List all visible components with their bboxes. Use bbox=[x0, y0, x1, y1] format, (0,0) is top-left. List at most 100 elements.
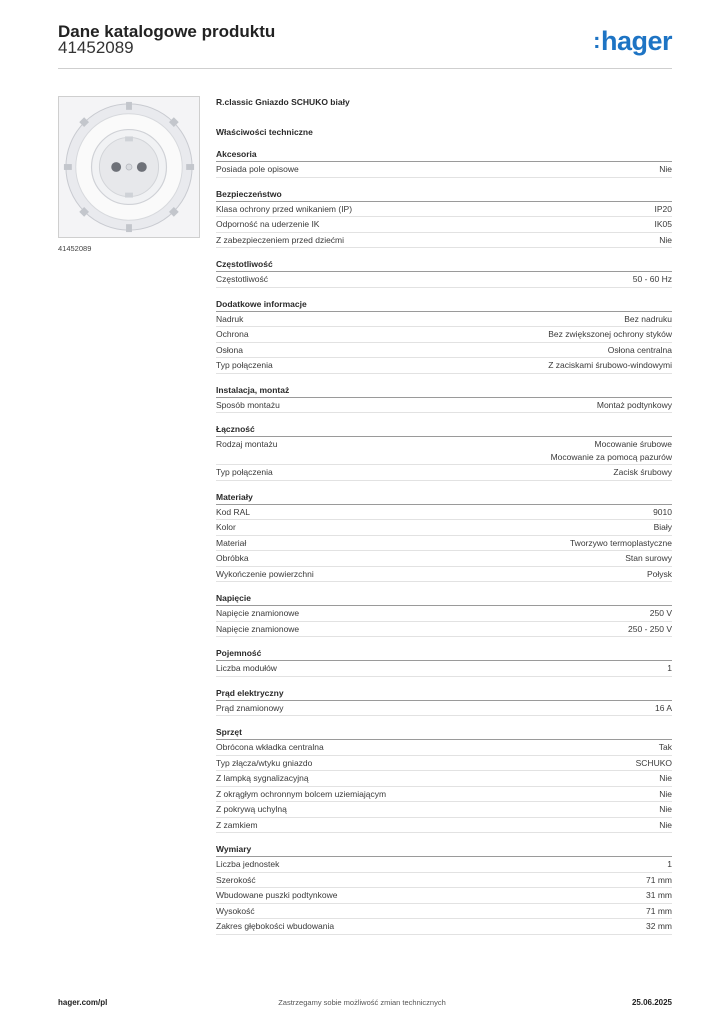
logo-dots-icon: : bbox=[593, 28, 600, 53]
spec-value: 250 - 250 V bbox=[628, 623, 672, 634]
spec-label: Typ połączenia bbox=[216, 467, 273, 477]
spec-group-title: Prąd elektryczny bbox=[216, 687, 672, 701]
spec-row: Z lampką sygnalizacyjną Nie bbox=[216, 771, 672, 787]
spec-label: Kolor bbox=[216, 522, 236, 532]
spec-row: Ochrona Bez zwiększonej ochrony styków bbox=[216, 327, 672, 343]
spec-value: Bez zwiększonej ochrony styków bbox=[548, 329, 672, 339]
spec-value: SCHUKO bbox=[635, 757, 672, 768]
hager-logo: :hager bbox=[593, 26, 672, 57]
spec-value: IP20 bbox=[654, 203, 673, 214]
spec-label: Typ złącza/wtyku gniazdo bbox=[216, 757, 313, 768]
spec-row: Osłona Osłona centralna bbox=[216, 343, 672, 358]
spec-label: Obróbka bbox=[216, 553, 249, 563]
spec-row: Zakres głębokości wbudowania 32 mm bbox=[216, 919, 672, 935]
spec-value: Nie bbox=[659, 788, 672, 799]
spec-group-title: Instalacja, montaż bbox=[216, 384, 672, 398]
spec-value: 1 bbox=[667, 663, 672, 673]
spec-group-title: Pojemność bbox=[216, 647, 672, 661]
spec-row: Sposób montażu Montaż podtynkowy bbox=[216, 398, 672, 413]
spec-group-title: Bezpieczeństwo bbox=[216, 188, 672, 202]
spec-label: Częstotliwość bbox=[216, 274, 268, 284]
spec-group-title: Akcesoria bbox=[216, 148, 672, 162]
spec-value: Nie bbox=[659, 234, 672, 245]
spec-value: Tak bbox=[658, 742, 672, 752]
spec-value: Montaż podtynkowy bbox=[596, 399, 672, 410]
logo-text: hager bbox=[600, 26, 673, 56]
spec-value: Tworzywo termoplastyczne bbox=[569, 537, 672, 548]
spec-value: Osłona centralna bbox=[607, 344, 672, 355]
spec-value: Nie bbox=[659, 773, 672, 783]
spec-row: Częstotliwość 50 - 60 Hz bbox=[216, 272, 672, 288]
product-code: 41452089 bbox=[58, 38, 134, 57]
spec-row: Napięcie znamionowe 250 V bbox=[216, 606, 672, 622]
footer-date: 25.06.2025 bbox=[631, 998, 672, 1007]
spec-label: Osłona bbox=[216, 344, 243, 355]
spec-row: Nadruk Bez nadruku bbox=[216, 312, 672, 327]
spec-row: Napięcie znamionowe 250 - 250 V bbox=[216, 622, 672, 637]
spec-label: Napięcie znamionowe bbox=[216, 608, 300, 618]
spec-label: Posiada pole opisowe bbox=[216, 164, 299, 174]
image-caption: 41452089 bbox=[58, 244, 92, 253]
spec-label: Obrócona wkładka centralna bbox=[216, 742, 324, 752]
spec-label: Ochrona bbox=[216, 329, 249, 339]
spec-label: Z lampką sygnalizacyjną bbox=[216, 773, 309, 783]
spec-group-title: Napięcie bbox=[216, 592, 672, 606]
spec-value: 71 mm bbox=[646, 905, 672, 916]
spec-label: Szerokość bbox=[216, 874, 256, 885]
spec-label: Wbudowane puszki podtynkowe bbox=[216, 890, 338, 900]
spec-label: Sposób montażu bbox=[216, 399, 280, 410]
spec-value: Połysk bbox=[646, 568, 672, 579]
header-divider bbox=[58, 68, 672, 69]
spec-label: Klasa ochrony przed wnikaniem (IP) bbox=[216, 203, 353, 214]
spec-label: Napięcie znamionowe bbox=[216, 623, 300, 634]
spec-group-title: Materiały bbox=[216, 491, 672, 505]
spec-label: Zakres głębokości wbudowania bbox=[216, 921, 335, 931]
spec-value: 1 bbox=[667, 859, 672, 869]
schuko-socket-icon bbox=[63, 101, 195, 233]
section-heading: Właściwości techniczne bbox=[216, 127, 313, 137]
spec-label: Odporność na uderzenie IK bbox=[216, 219, 320, 229]
spec-value: 32 mm bbox=[646, 921, 672, 931]
spec-label: Nadruk bbox=[216, 313, 244, 324]
spec-value: Mocowanie śrubowe Mocowanie za pomocą pa… bbox=[550, 439, 672, 462]
spec-value: 50 - 60 Hz bbox=[632, 274, 672, 284]
spec-value: 250 V bbox=[649, 608, 672, 618]
spec-label: Z okrągłym ochronnym bolcem uziemiającym bbox=[216, 788, 387, 799]
footer-notice: Zastrzegamy sobie możliwość zmian techni… bbox=[278, 998, 446, 1007]
spec-group-title: Łączność bbox=[216, 423, 672, 437]
spec-value: Nie bbox=[659, 819, 672, 830]
spec-group-title: Dodatkowe informacje bbox=[216, 298, 672, 312]
spec-label: Typ połączenia bbox=[216, 360, 273, 370]
footer-website: hager.com/pl bbox=[58, 998, 108, 1007]
spec-row: Typ złącza/wtyku gniazdo SCHUKO bbox=[216, 756, 672, 771]
spec-value: Nie bbox=[659, 804, 672, 814]
product-image bbox=[58, 96, 200, 238]
spec-label: Prąd znamionowy bbox=[216, 702, 284, 713]
spec-value: Bez nadruku bbox=[624, 313, 672, 324]
spec-group-title: Częstotliwość bbox=[216, 258, 672, 272]
mounting-frame-teeth bbox=[63, 101, 195, 233]
